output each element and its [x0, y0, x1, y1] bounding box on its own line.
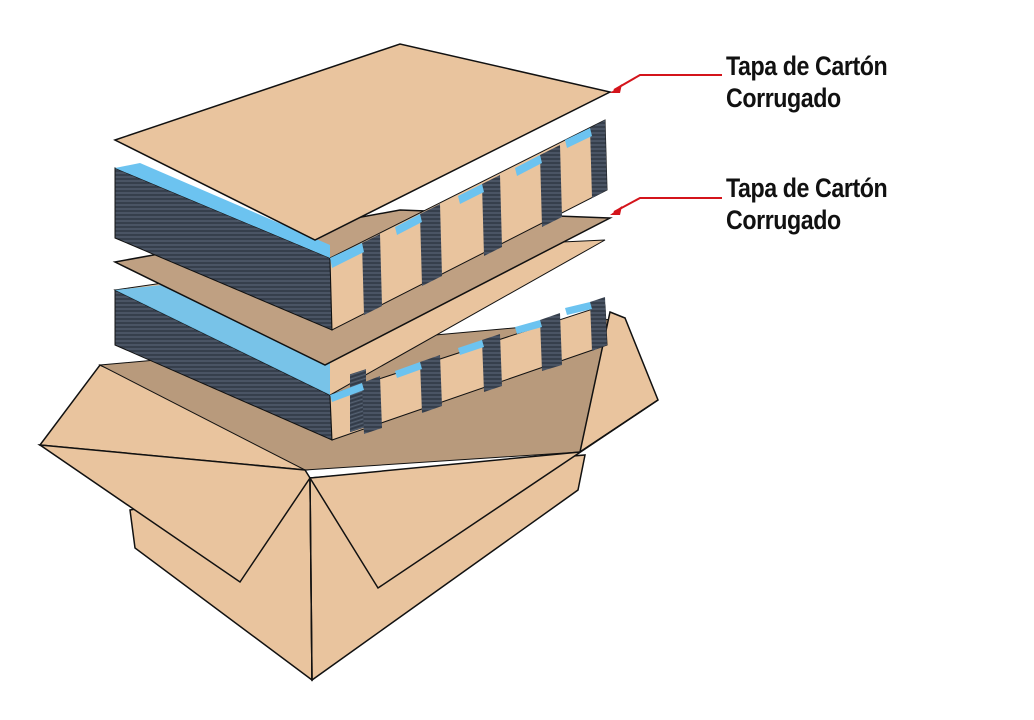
- callout-label-top-sheet: Tapa de Cartón Corrugado: [726, 50, 888, 114]
- callout-label-line1: Tapa de Cartón: [726, 51, 888, 81]
- callout-label-line2: Corrugado: [726, 83, 841, 113]
- lower-stack-columns: [330, 297, 607, 434]
- callout-label-middle-sheet: Tapa de Cartón Corrugado: [726, 172, 888, 236]
- callout-arrow-top: [610, 74, 722, 93]
- callout-label-line2: Corrugado: [726, 205, 841, 235]
- top-cardboard-sheet: [113, 43, 613, 241]
- callout-label-line1: Tapa de Cartón: [726, 173, 888, 203]
- upper-sheet-stack: [114, 119, 608, 331]
- box-front: [37, 399, 659, 682]
- callout-arrow-bottom: [610, 197, 722, 215]
